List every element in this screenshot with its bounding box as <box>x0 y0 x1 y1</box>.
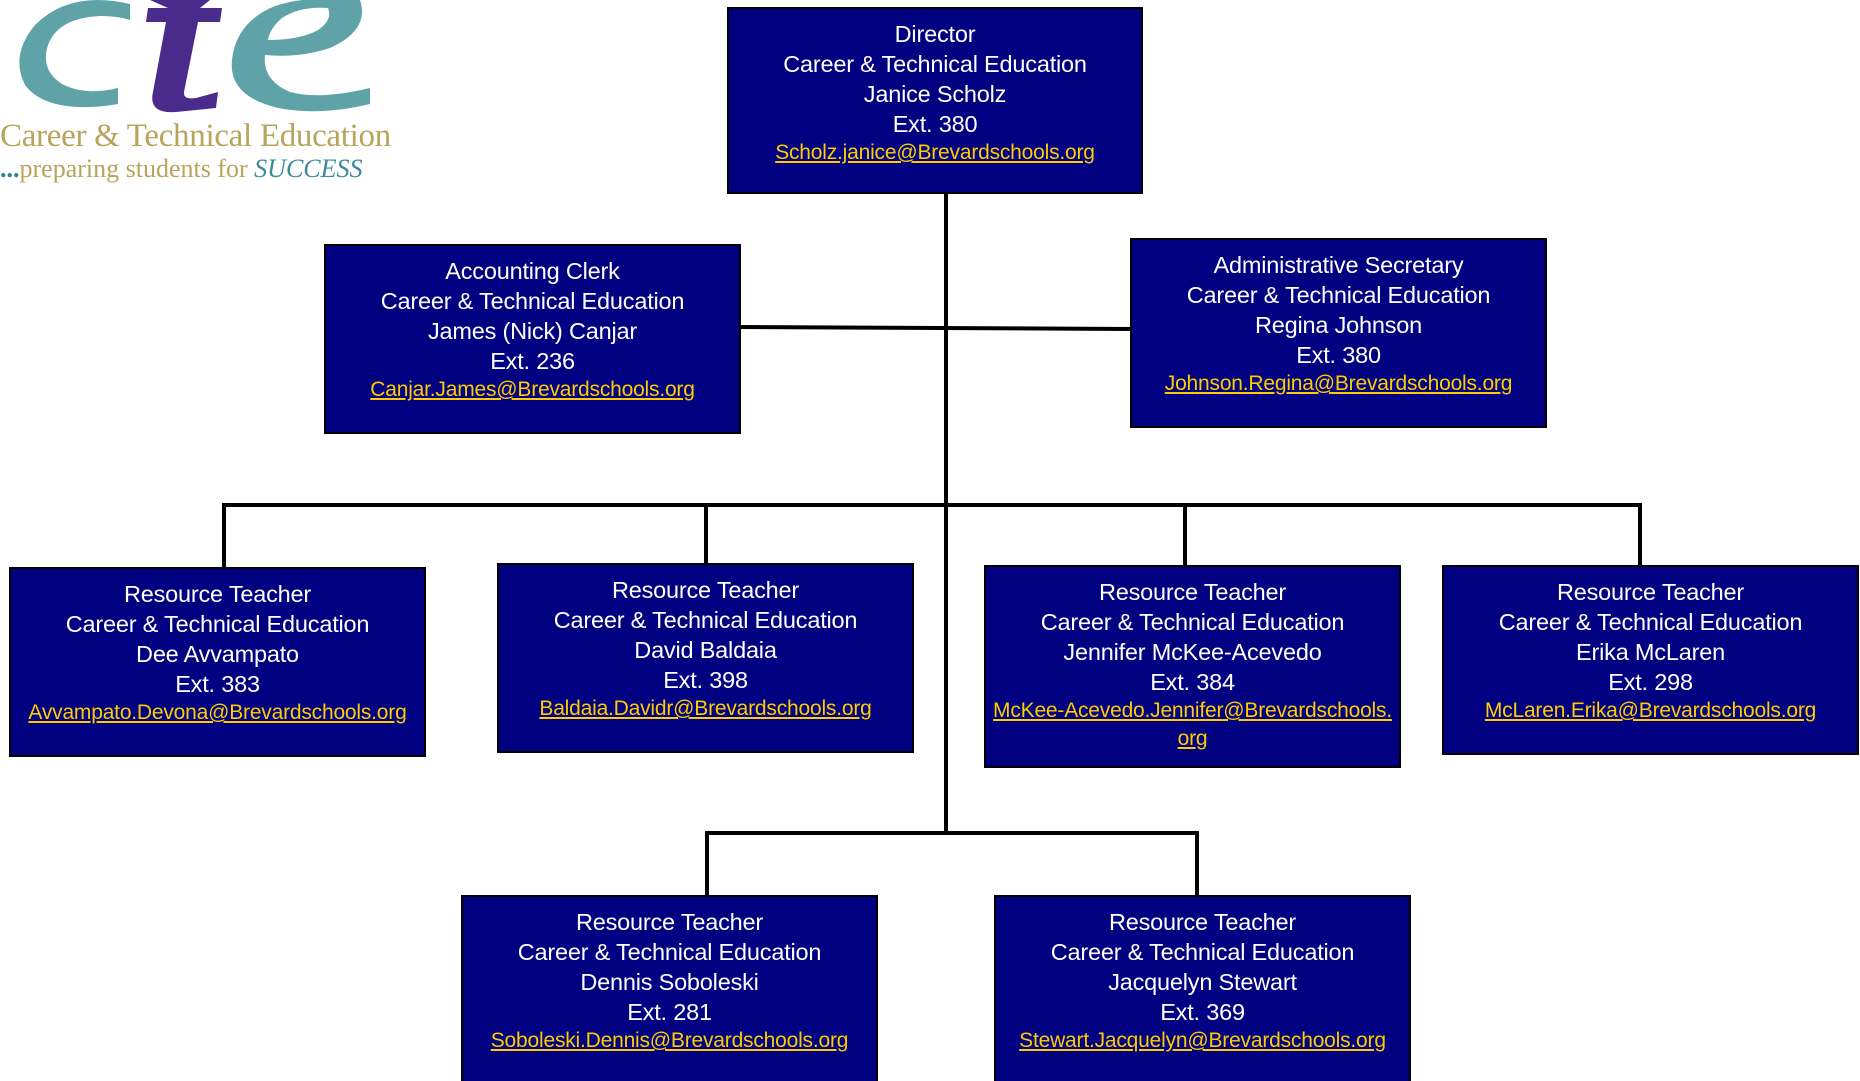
box-name: Janice Scholz <box>863 81 1007 107</box>
box-ext: Ext. 383 <box>175 671 260 697</box>
box-ext: Ext. 298 <box>1608 669 1693 695</box>
org-box-resource-teacher-soboleski: Resource Teacher Career & Technical Educ… <box>461 895 878 1081</box>
box-ext: Ext. 398 <box>663 667 748 693</box>
org-box-director: Director Career & Technical Education Ja… <box>727 7 1143 194</box>
box-title: Resource Teacher <box>1556 579 1745 605</box>
email-link[interactable]: Avvampato.Devona@Brevardschools.org <box>28 701 407 724</box>
email-link[interactable]: McKee-Acevedo.Jennifer@Brevardschools.or… <box>993 699 1392 750</box>
box-title: Resource Teacher <box>611 577 800 603</box>
org-box-resource-teacher-stewart: Resource Teacher Career & Technical Educ… <box>994 895 1411 1081</box>
box-title: Director <box>894 21 976 47</box>
box-name: Erika McLaren <box>1576 639 1725 665</box>
box-ext: Ext. 369 <box>1160 999 1245 1025</box>
org-box-admin-secretary: Administrative Secretary Career & Techni… <box>1130 238 1547 428</box>
box-department: Career & Technical Education <box>1040 609 1345 635</box>
box-title: Administrative Secretary <box>1213 252 1464 278</box>
box-department: Career & Technical Education <box>1050 939 1355 965</box>
box-department: Career & Technical Education <box>553 607 858 633</box>
box-name: Jacquelyn Stewart <box>1108 969 1297 995</box>
box-title: Accounting Clerk <box>445 258 620 284</box>
org-box-resource-teacher-mckee-acevedo: Resource Teacher Career & Technical Educ… <box>984 565 1401 768</box>
box-name: Jennifer McKee-Acevedo <box>1063 639 1322 665</box>
logo-tagline-dots: ... <box>0 154 20 183</box>
box-ext: Ext. 236 <box>490 348 575 374</box>
box-title: Resource Teacher <box>123 581 312 607</box>
cte-logo-mark <box>19 0 370 113</box>
org-box-resource-teacher-avvampato: Resource Teacher Career & Technical Educ… <box>9 567 426 757</box>
box-department: Career & Technical Education <box>65 611 370 637</box>
box-title: Resource Teacher <box>1098 579 1287 605</box>
box-department: Career & Technical Education <box>783 51 1087 77</box>
box-department: Career & Technical Education <box>380 288 685 314</box>
box-ext: Ext. 380 <box>1296 342 1381 368</box>
box-name: Dee Avvampato <box>136 641 299 667</box>
box-name: David Baldaia <box>634 637 777 663</box>
box-ext: Ext. 281 <box>627 999 712 1025</box>
email-link[interactable]: Baldaia.Davidr@Brevardschools.org <box>539 697 872 720</box>
box-department: Career & Technical Education <box>1498 609 1803 635</box>
box-title: Resource Teacher <box>1108 909 1297 935</box>
box-name: Regina Johnson <box>1254 312 1423 338</box>
email-link[interactable]: Soboleski.Dennis@Brevardschools.org <box>490 1029 849 1052</box>
box-ext: Ext. 384 <box>1150 669 1235 695</box>
box-title: Resource Teacher <box>575 909 764 935</box>
box-department: Career & Technical Education <box>1186 282 1491 308</box>
email-link[interactable]: Johnson.Regina@Brevardschools.org <box>1164 372 1513 395</box>
logo-tagline: ...preparing students for SUCCESS <box>0 154 363 184</box>
email-link[interactable]: Canjar.James@Brevardschools.org <box>370 378 695 401</box>
email-link[interactable]: McLaren.Erika@Brevardschools.org <box>1484 699 1817 722</box>
box-name: Dennis Soboleski <box>580 969 759 995</box>
logo-title: Career & Technical Education <box>0 118 391 154</box>
cte-logo: Career & Technical Education ...preparin… <box>0 0 400 190</box>
box-name: James (Nick) Canjar <box>427 318 638 344</box>
logo-tagline-text: preparing students for <box>19 154 255 183</box>
box-department: Career & Technical Education <box>517 939 822 965</box>
org-box-resource-teacher-baldaia: Resource Teacher Career & Technical Educ… <box>497 563 914 753</box>
email-link[interactable]: Stewart.Jacquelyn@Brevardschools.org <box>1019 1029 1386 1052</box>
logo-tagline-success: SUCCESS <box>254 154 363 183</box>
org-box-resource-teacher-mclaren: Resource Teacher Career & Technical Educ… <box>1442 565 1859 755</box>
support-staff-line <box>737 324 1133 332</box>
email-link[interactable]: Scholz.janice@Brevardschools.org <box>775 141 1095 164</box>
box-ext: Ext. 380 <box>892 111 978 137</box>
org-box-accounting-clerk: Accounting Clerk Career & Technical Educ… <box>324 244 741 434</box>
